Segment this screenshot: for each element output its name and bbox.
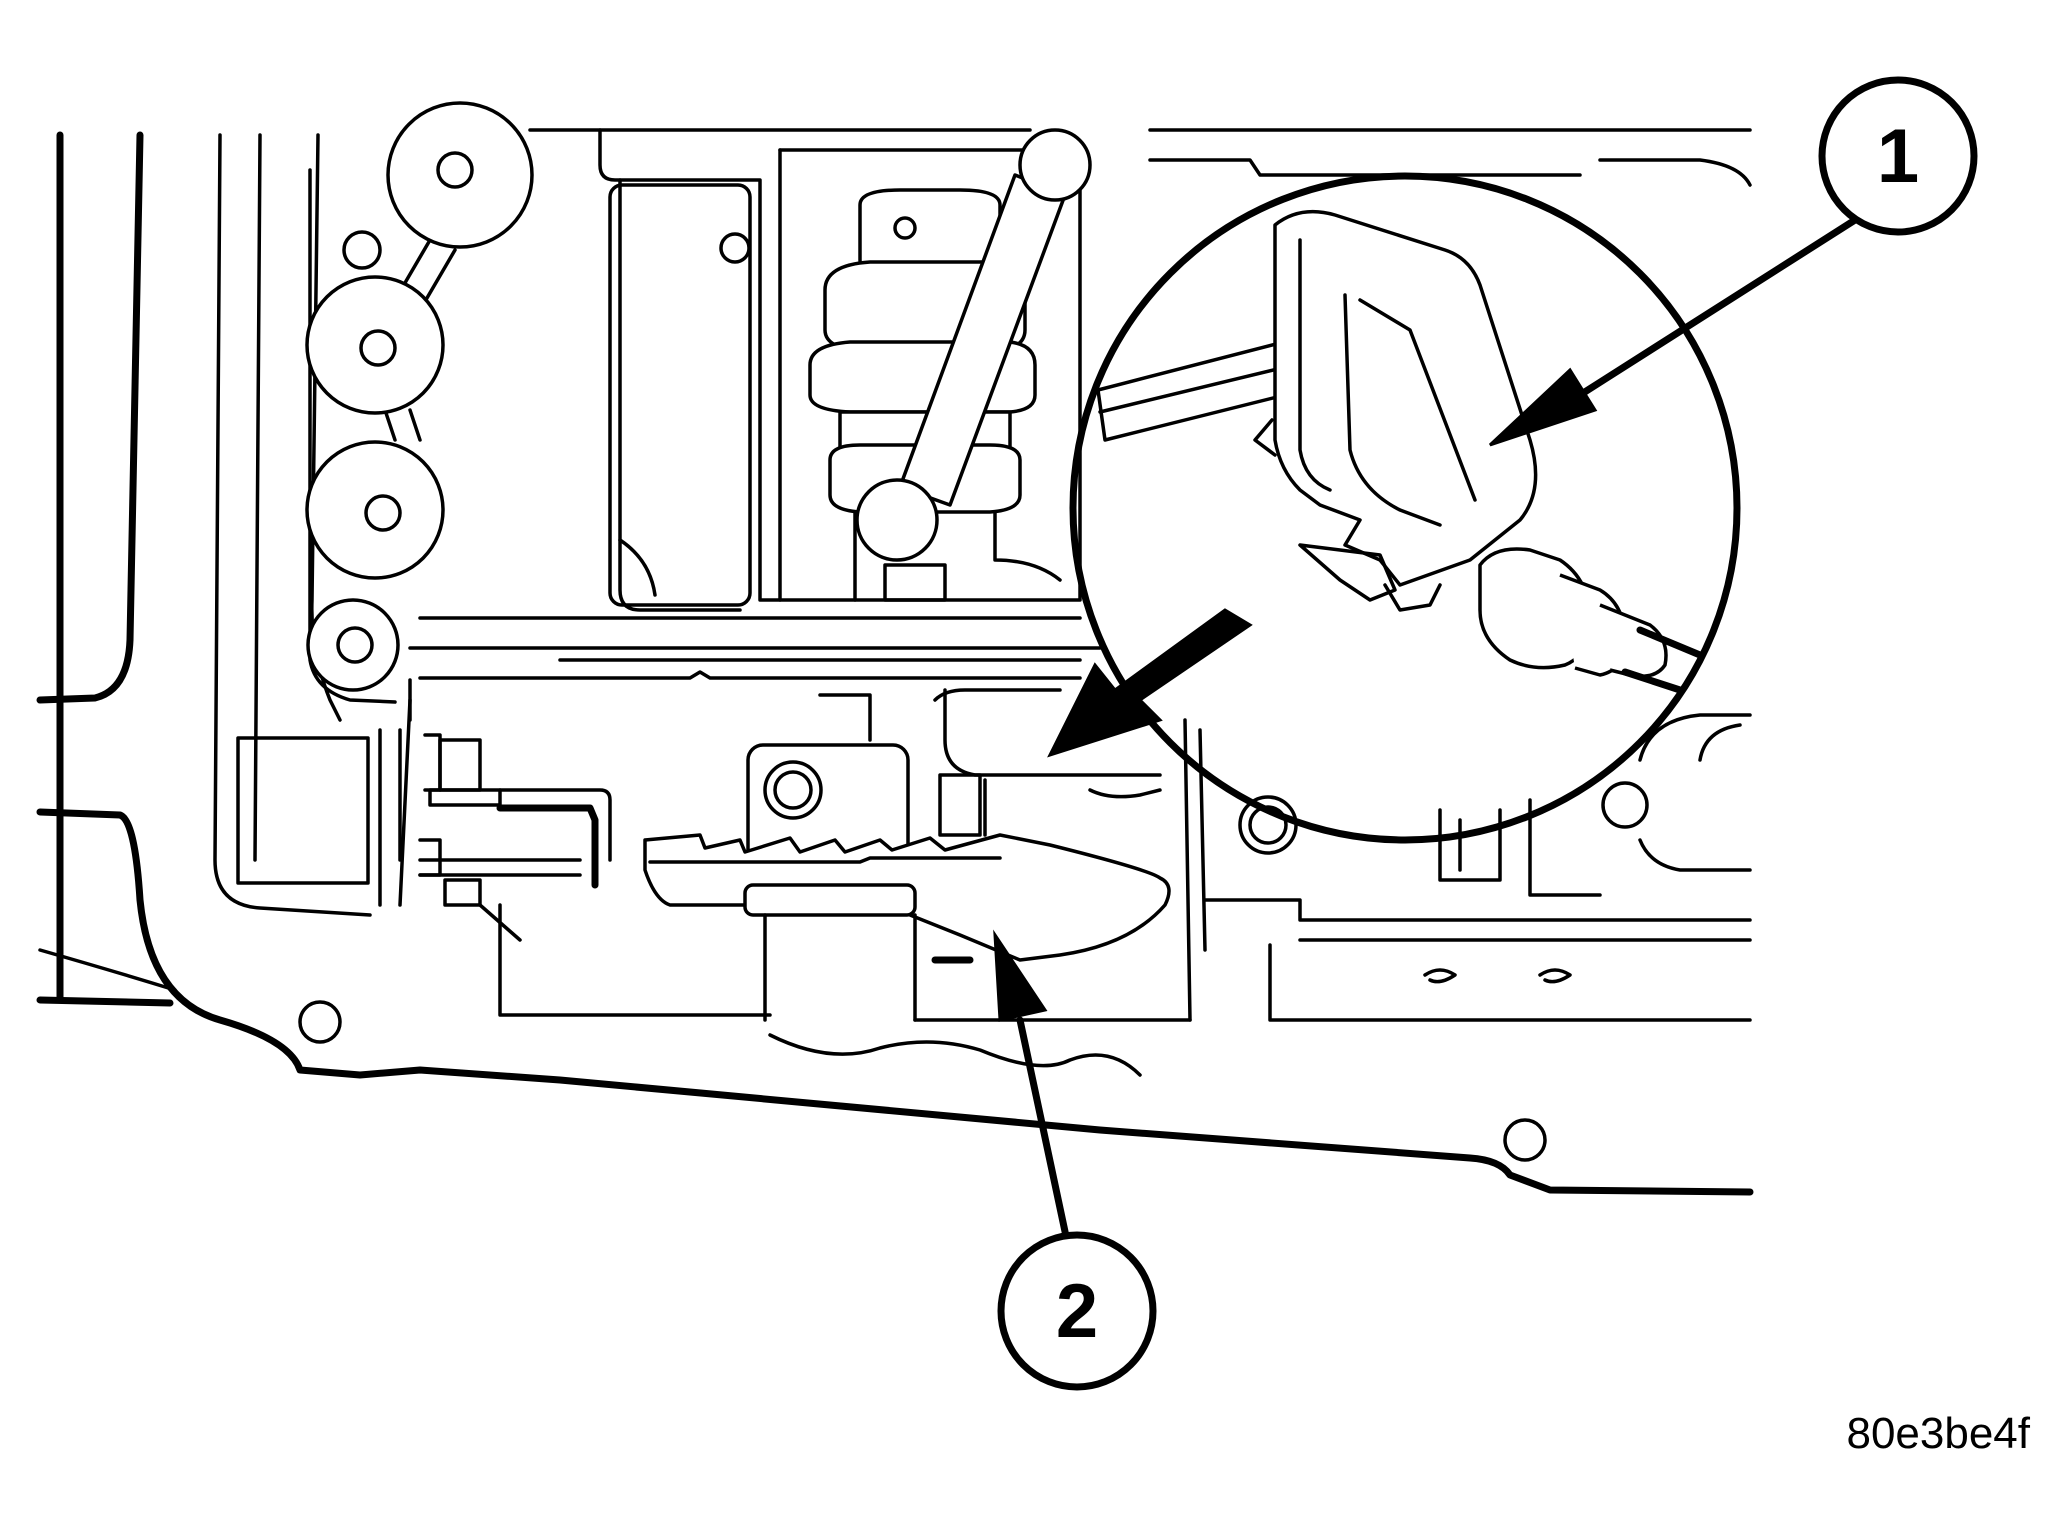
callout-2: 2 <box>997 1231 1157 1391</box>
valve-pocket-left <box>608 183 752 607</box>
valve-body-top-frame <box>528 128 1752 612</box>
magnify-direction-arrow <box>1047 608 1253 758</box>
piston-stem <box>883 563 947 602</box>
check-ball-4 <box>306 598 400 692</box>
bracket-stud <box>438 738 482 792</box>
small-hole <box>342 230 382 270</box>
manual-valve-lever <box>643 743 1192 1077</box>
lever-slot <box>743 883 917 917</box>
leader-arrow-1 <box>1488 216 1859 447</box>
case-bolt-hole-left <box>298 1000 342 1044</box>
right-bolt-2 <box>1601 781 1649 829</box>
case-bolt-hole-right <box>1503 1118 1547 1162</box>
magnifier-circle <box>1069 172 1741 844</box>
callout-2-label: 2 <box>1056 1269 1098 1354</box>
bracket-plate <box>236 736 370 885</box>
manual-valve-rod <box>818 688 1162 837</box>
check-ball-1 <box>386 101 534 249</box>
accumulator-rod <box>855 128 1092 562</box>
valve-body-right-section <box>1183 713 1752 1022</box>
check-ball-2 <box>305 275 445 415</box>
transmission-case-left-wall <box>36 131 372 1004</box>
check-ball-3 <box>305 440 445 580</box>
valve-pocket-left-detail <box>618 538 657 597</box>
leader-arrow-2 <box>993 929 1074 1259</box>
figure-code: 80e3be4f <box>1846 1409 2030 1458</box>
rod-clip <box>938 773 982 837</box>
bracket-nut <box>443 878 482 907</box>
callout-1-label: 1 <box>1877 114 1919 199</box>
transmission-pan-outline <box>36 808 1754 1196</box>
magnified-detail-view <box>1069 172 1741 844</box>
pocket-hole <box>719 232 751 264</box>
callout-1: 1 <box>1818 76 1978 236</box>
check-ball-column <box>305 101 534 704</box>
manual-valve-bracket <box>236 698 772 1017</box>
valve-body-rail <box>408 616 1102 722</box>
